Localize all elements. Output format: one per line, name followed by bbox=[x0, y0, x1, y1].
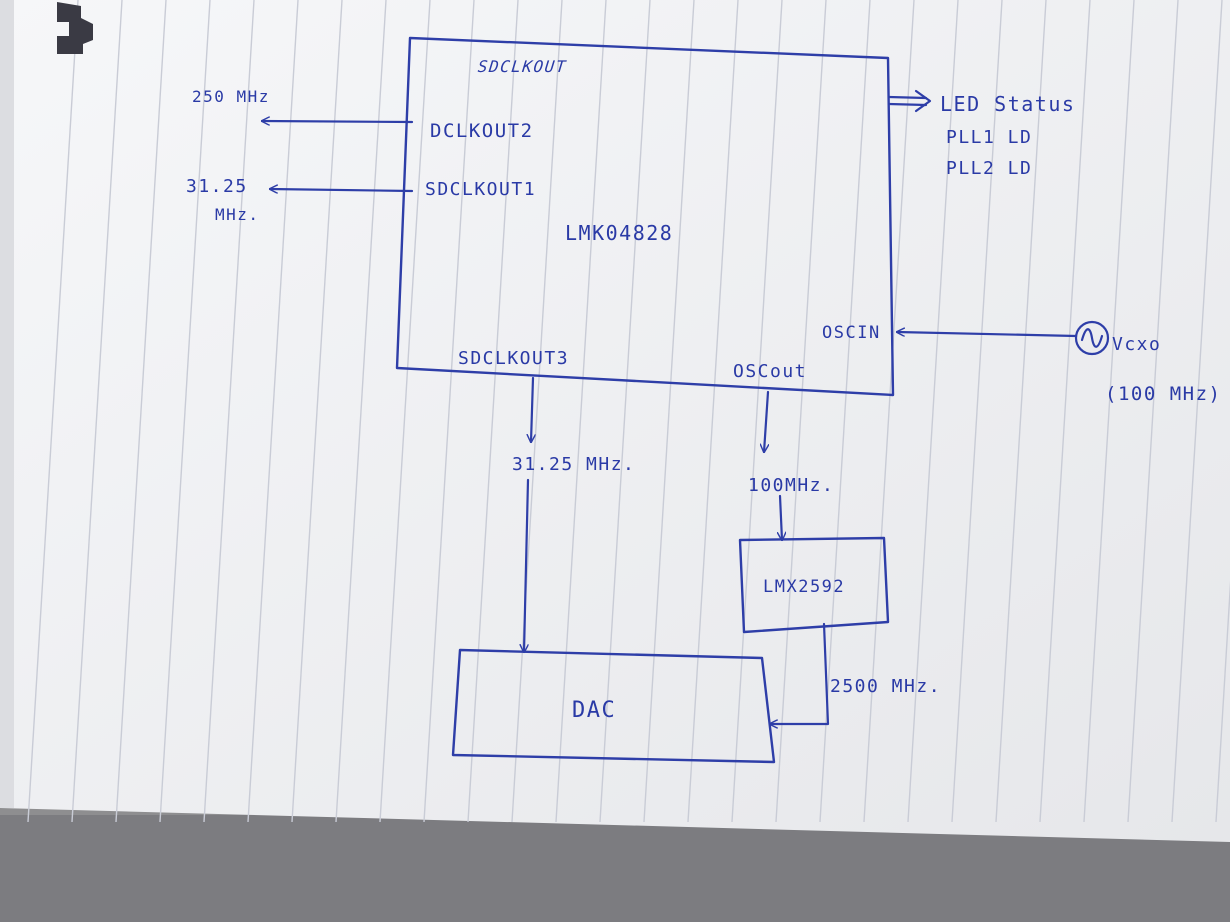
lmx2592-box bbox=[738, 536, 890, 634]
ruled-line bbox=[555, 0, 607, 823]
dclkout2-arrow bbox=[260, 121, 414, 122]
chip-header-label: SDCLKOUT bbox=[477, 57, 568, 76]
dclkout2-frequency: 250 MHz bbox=[192, 87, 270, 106]
ruled-line bbox=[115, 0, 167, 823]
port-sdclkout3: SDCLKOUT3 bbox=[458, 348, 569, 369]
vcxo-name: Vcxo bbox=[1112, 334, 1161, 355]
ruled-line bbox=[159, 0, 211, 823]
ruled-line bbox=[731, 0, 783, 823]
vcxo-frequency: (100 MHz) bbox=[1105, 383, 1221, 405]
ruled-line bbox=[1083, 0, 1135, 823]
vcxo-to-oscin-arrow bbox=[895, 332, 1078, 338]
ruled-line bbox=[599, 0, 651, 823]
ruled-line bbox=[423, 0, 475, 823]
ruled-line bbox=[951, 0, 1003, 823]
sdclkout3-arrow-top bbox=[531, 376, 533, 444]
sdclkout3-to-dac-arrow bbox=[524, 478, 530, 654]
led-status-title: LED Status bbox=[940, 92, 1075, 116]
ruled-line bbox=[27, 0, 79, 823]
pll1-ld-label: PLL1 LD bbox=[946, 127, 1032, 148]
lmx-output-frequency: 2500 MHz. bbox=[830, 676, 941, 697]
ruled-line bbox=[467, 0, 519, 823]
ruled-line bbox=[291, 0, 343, 823]
ruled-line bbox=[335, 0, 387, 823]
ruled-line bbox=[643, 0, 695, 823]
dac-box bbox=[451, 648, 776, 764]
sdclkout1-frequency-value: 31.25 bbox=[186, 176, 248, 197]
ruled-line bbox=[863, 0, 915, 823]
lmx-to-dac-arrow bbox=[768, 622, 830, 724]
paper-sheet bbox=[0, 0, 1230, 842]
ruled-line bbox=[819, 0, 871, 823]
ruled-line bbox=[247, 0, 299, 823]
lmx2592-name: LMX2592 bbox=[763, 577, 845, 597]
port-dclkout2: DCLKOUT2 bbox=[430, 120, 534, 142]
sdclkout3-frequency: 31.25 MHz. bbox=[512, 454, 635, 475]
chip-name: LMK04828 bbox=[565, 221, 673, 245]
oscout-frequency: 100MHz. bbox=[748, 475, 834, 496]
ruled-line bbox=[203, 0, 255, 823]
ruled-line bbox=[511, 0, 563, 823]
ruled-line bbox=[907, 0, 959, 823]
oscout-to-lmx-arrow bbox=[780, 494, 782, 540]
ruled-line bbox=[1127, 0, 1179, 823]
ruled-line bbox=[687, 0, 739, 823]
ruled-line bbox=[1039, 0, 1091, 823]
sdclkout1-arrow bbox=[268, 189, 414, 191]
sdclkout1-frequency-unit: MHz. bbox=[215, 205, 260, 224]
ruled-line bbox=[995, 0, 1047, 823]
port-oscout: OSCout bbox=[733, 361, 807, 382]
ruled-line bbox=[1171, 0, 1223, 823]
vcxo-source bbox=[1074, 320, 1110, 356]
sine-wave-in-circle-icon bbox=[1074, 320, 1110, 356]
port-oscin: OSCIN bbox=[822, 323, 881, 343]
ruled-lines bbox=[27, 0, 1230, 823]
port-sdclkout1: SDCLKOUT1 bbox=[425, 179, 536, 200]
oscout-arrow-top bbox=[764, 390, 770, 452]
dac-name: DAC bbox=[572, 698, 616, 723]
lmk04828-box bbox=[395, 36, 895, 397]
ruled-line bbox=[1215, 580, 1230, 823]
ruled-line bbox=[71, 0, 123, 823]
ruled-line bbox=[775, 0, 827, 823]
texas-instruments-logo bbox=[57, 2, 93, 54]
ruled-line bbox=[379, 0, 431, 823]
led-status-arrow bbox=[887, 89, 932, 113]
pll2-ld-label: PLL2 LD bbox=[946, 158, 1032, 179]
